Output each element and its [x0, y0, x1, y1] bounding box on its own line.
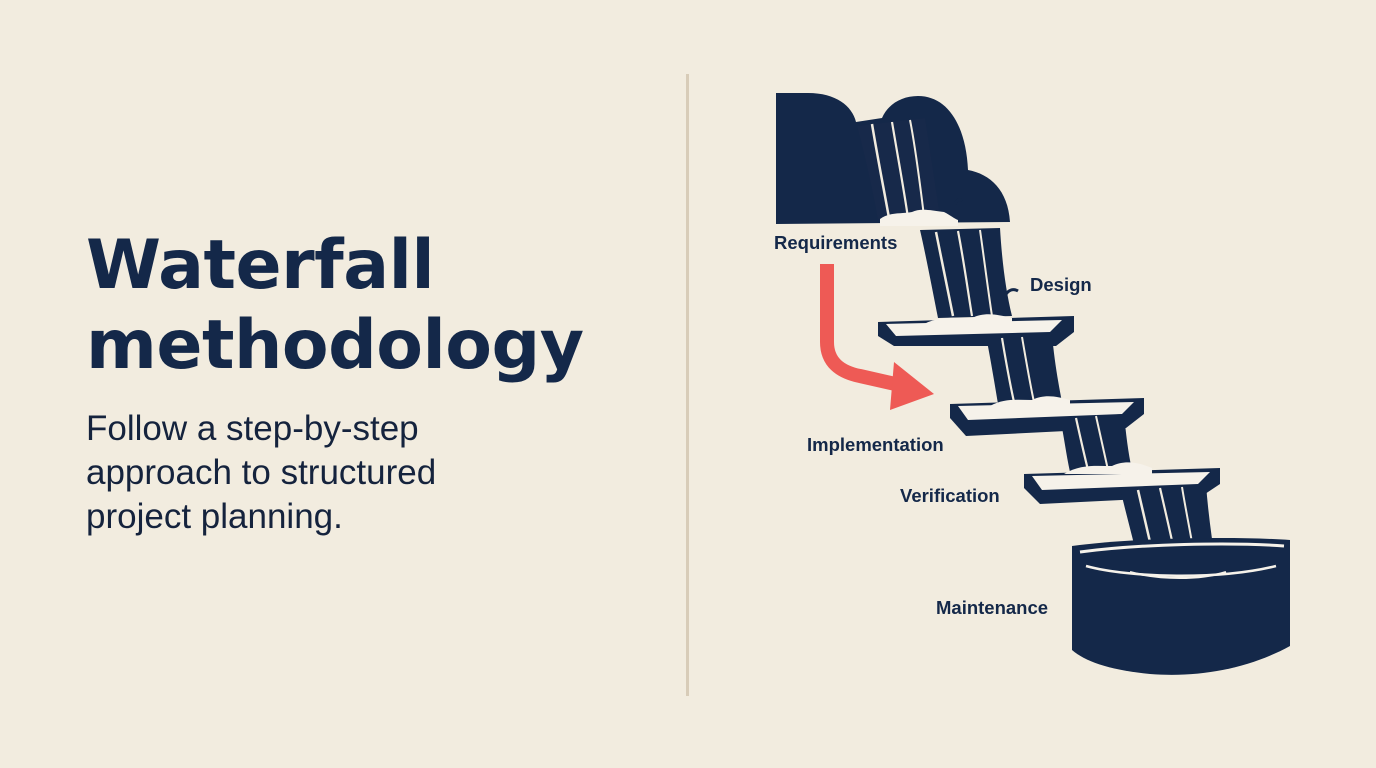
step-label-implementation: Implementation [807, 434, 944, 455]
page-title: Waterfall methodology [86, 226, 584, 386]
subtitle: Follow a step-by-step approach to struct… [86, 407, 526, 539]
maintenance-pool [1072, 538, 1290, 675]
step-label-verification: Verification [900, 485, 1000, 506]
title-line-2: methodology [86, 306, 584, 385]
step-label-maintenance: Maintenance [936, 597, 1048, 618]
cliff-illustration [776, 93, 1010, 226]
process-flow-arrow [820, 264, 934, 410]
subtitle-line-2: approach to structured [86, 453, 437, 492]
waterfall-stream-3 [1060, 414, 1132, 472]
waterfall-stream-1 [920, 228, 1019, 318]
step-label-design: Design [1030, 274, 1092, 295]
subtitle-line-1: Follow a step-by-step [86, 409, 419, 448]
title-line-1: Waterfall [86, 226, 435, 305]
step-label-requirements: Requirements [774, 232, 897, 253]
waterfall-stream-2 [986, 334, 1062, 404]
subtitle-line-3: project planning. [86, 497, 343, 536]
vertical-divider [686, 74, 689, 696]
